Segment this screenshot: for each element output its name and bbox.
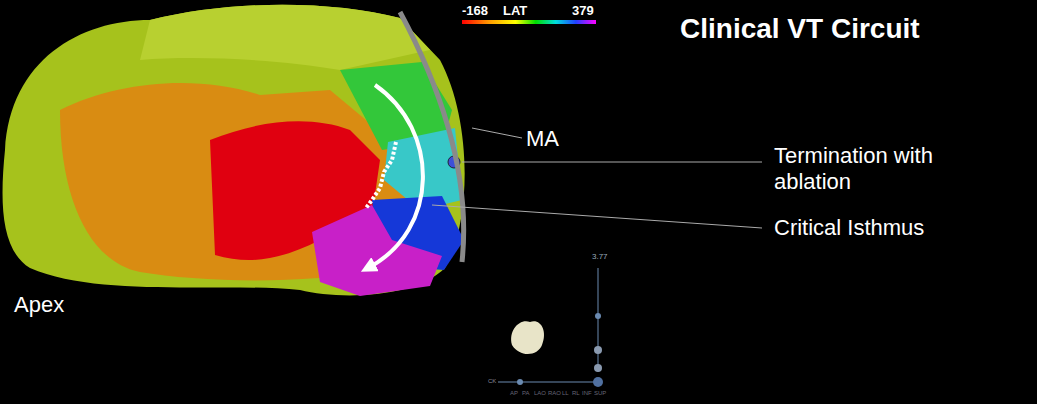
view-label: CK [488,378,496,385]
structure-label: Apex [14,292,64,318]
leader-line [472,128,522,138]
lat-color-bar [462,20,596,24]
title: Clinical VT Circuit [680,12,920,46]
leader-line [432,205,762,228]
scale-title: LAT [503,3,527,19]
circuit-arrow [368,85,423,268]
view-label: SUP [594,390,606,397]
view-label: INF [582,390,592,397]
scale-value: 3.77 [592,252,608,262]
heart-map [3,5,465,296]
view-label: LL [562,390,569,397]
callout-label: Critical Isthmus [774,215,924,241]
scale-min: -168 [462,3,488,19]
view-label: RAO [548,390,561,397]
view-label: RL [572,390,580,397]
leader-line [462,162,762,163]
structure-label: MA [526,126,559,152]
view-label: LAO [534,390,546,397]
callout-label: Termination with ablation [774,143,1004,196]
scale-max: 379 [572,3,594,19]
orientation-widget [498,268,603,387]
view-label: AP [510,390,518,397]
view-label: PA [522,390,530,397]
